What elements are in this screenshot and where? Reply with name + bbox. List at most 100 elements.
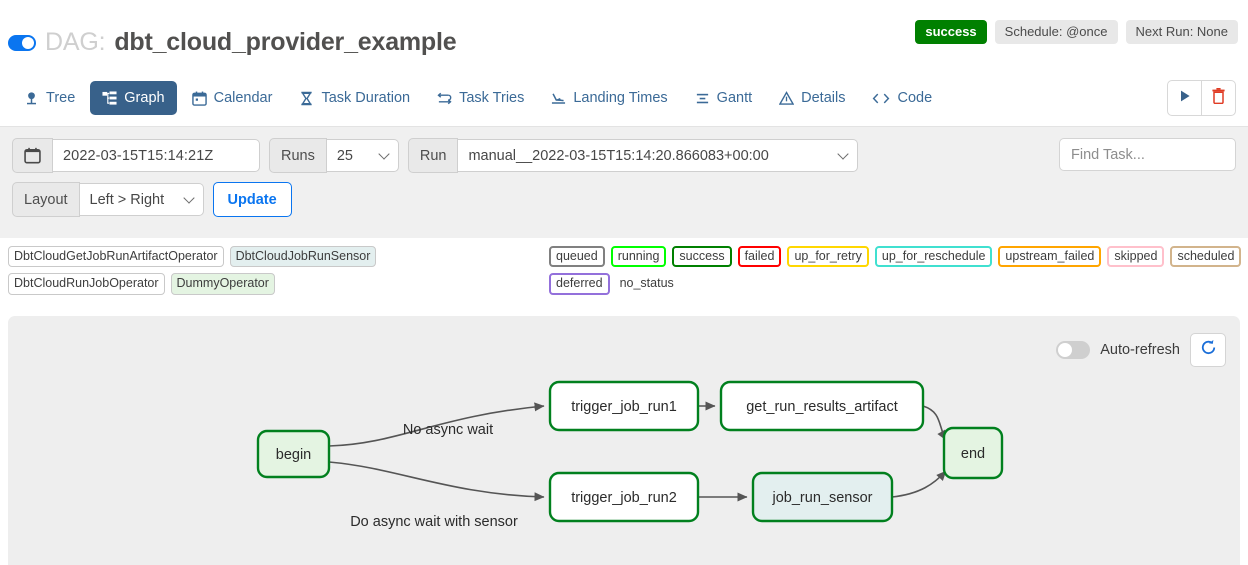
- graph-node-trigger-job-run2[interactable]: trigger_job_run2: [548, 471, 700, 523]
- operator-chip[interactable]: DbtCloudJobRunSensor: [229, 246, 377, 268]
- auto-refresh-controls: Auto-refresh: [1056, 333, 1226, 367]
- update-button[interactable]: Update: [212, 182, 292, 217]
- graph-node-end[interactable]: end: [942, 426, 1004, 480]
- execution-date-group: 2022-03-15T15:14:21Z: [12, 138, 260, 173]
- node-label: trigger_job_run2: [571, 490, 677, 506]
- state-chip-up-for-retry[interactable]: up_for_retry: [787, 246, 869, 268]
- execution-date-input[interactable]: 2022-03-15T15:14:21Z: [53, 139, 260, 172]
- operator-chip[interactable]: DbtCloudRunJobOperator: [8, 273, 165, 295]
- layout-label: Layout: [12, 182, 80, 217]
- dag-action-buttons: [1167, 80, 1236, 116]
- dag-prefix-label: DAG:: [45, 28, 106, 56]
- node-shape: [548, 380, 700, 432]
- node-shape: [942, 426, 1004, 480]
- tab-code-label: Code: [897, 90, 933, 106]
- tab-task-tries-label: Task Tries: [459, 90, 525, 106]
- edge-get-run-results-artifact-to-end: [922, 405, 947, 441]
- trigger-dag-button[interactable]: [1168, 81, 1201, 115]
- edge-job-run-sensor-to-end: [891, 470, 947, 498]
- landing-icon: [551, 91, 566, 106]
- tab-graph[interactable]: Graph: [90, 81, 177, 115]
- dag-state-badge: success: [915, 20, 987, 44]
- tab-task-tries[interactable]: Task Tries: [425, 81, 536, 115]
- node-shape: [751, 471, 894, 523]
- layout-group: Layout Left > Right: [12, 182, 204, 217]
- state-chip-up-for-reschedule[interactable]: up_for_reschedule: [874, 246, 993, 268]
- run-label: Run: [407, 138, 459, 173]
- tab-tree[interactable]: Tree: [12, 81, 87, 115]
- node-shape: [548, 471, 700, 523]
- state-chip-running[interactable]: running: [610, 246, 667, 268]
- run-group: Run manual__2022-03-15T15:14:20.866083+0…: [407, 138, 859, 173]
- state-chip-success[interactable]: success: [672, 246, 732, 268]
- warning-triangle-icon: [779, 90, 795, 106]
- edge-begin-to-trigger-job-run1: [328, 402, 545, 447]
- tab-task-duration[interactable]: Task Duration: [287, 81, 422, 115]
- runs-select[interactable]: 25: [326, 139, 399, 172]
- delete-dag-button[interactable]: [1201, 81, 1235, 115]
- retry-icon: [437, 91, 452, 106]
- state-chip-queued[interactable]: queued: [549, 246, 605, 268]
- tab-tree-label: Tree: [46, 90, 76, 106]
- hourglass-icon: [299, 91, 314, 106]
- dag-title: DAG: dbt_cloud_provider_example: [8, 28, 457, 57]
- play-icon: [1178, 89, 1192, 108]
- view-tabbar: Tree Graph Calendar Task Duration Task T…: [0, 70, 1248, 127]
- next-run-badge: Next Run: None: [1125, 20, 1238, 44]
- tab-code[interactable]: Code: [860, 81, 944, 115]
- tab-calendar[interactable]: Calendar: [180, 81, 285, 115]
- dag-header: DAG: dbt_cloud_provider_example success …: [0, 0, 1248, 70]
- tab-details[interactable]: Details: [767, 81, 857, 115]
- edge-begin-to-trigger-job-run2: [328, 461, 545, 502]
- code-icon: [872, 91, 890, 106]
- tab-landing-times[interactable]: Landing Times: [539, 81, 679, 115]
- operator-chip[interactable]: DummyOperator: [170, 273, 275, 295]
- find-task-input[interactable]: Find Task...: [1059, 138, 1236, 171]
- node-shape: [256, 429, 331, 479]
- graph-canvas[interactable]: Auto-refresh No async wait Do async wait…: [8, 316, 1240, 565]
- node-label: job_run_sensor: [772, 490, 873, 506]
- tab-graph-label: Graph: [124, 90, 165, 106]
- runs-group: Runs 25: [269, 138, 399, 173]
- dag-name-label: dbt_cloud_provider_example: [114, 28, 457, 56]
- state-chip-no-status[interactable]: no_status: [619, 276, 674, 291]
- tab-calendar-label: Calendar: [213, 90, 273, 106]
- state-chip-failed[interactable]: failed: [737, 246, 782, 268]
- layout-select[interactable]: Left > Right: [79, 183, 204, 216]
- graph-node-begin[interactable]: begin: [256, 429, 331, 479]
- gantt-icon: [695, 91, 710, 106]
- calendar-icon: [191, 91, 207, 106]
- state-chip-scheduled[interactable]: scheduled: [1170, 246, 1242, 268]
- state-chip-skipped[interactable]: skipped: [1107, 246, 1165, 268]
- filter-row-layout: Layout Left > Right Update: [12, 182, 1236, 217]
- operator-chip[interactable]: DbtCloudGetJobRunArtifactOperator: [8, 246, 224, 268]
- state-chip-deferred[interactable]: deferred: [549, 273, 610, 295]
- dag-graph[interactable]: No async wait Do async wait with sensor …: [8, 316, 1240, 565]
- refresh-button[interactable]: [1190, 333, 1226, 367]
- run-select[interactable]: manual__2022-03-15T15:14:20.866083+00:00: [458, 139, 859, 172]
- node-label: get_run_results_artifact: [746, 399, 898, 415]
- node-label: trigger_job_run1: [571, 399, 677, 415]
- tab-gantt[interactable]: Gantt: [683, 81, 764, 115]
- filter-row-primary: 2022-03-15T15:14:21Z Runs 25 Run manual_…: [12, 138, 1236, 173]
- dag-header-badges: success Schedule: @once Next Run: None: [915, 20, 1238, 44]
- operator-legend: DbtCloudGetJobRunArtifactOperator DbtClo…: [8, 246, 538, 295]
- edge-label-no-async-wait: No async wait: [403, 422, 493, 438]
- legend-area: DbtCloudGetJobRunArtifactOperator DbtClo…: [0, 238, 1248, 295]
- tab-landing-times-label: Landing Times: [573, 90, 668, 106]
- graph-node-trigger-job-run1[interactable]: trigger_job_run1: [548, 380, 700, 432]
- node-label: begin: [276, 447, 311, 463]
- auto-refresh-toggle[interactable]: [1056, 341, 1091, 359]
- tab-details-label: Details: [801, 90, 846, 106]
- state-chip-upstream-failed[interactable]: upstream_failed: [998, 246, 1102, 268]
- tree-icon: [24, 91, 39, 106]
- dagrun-filter-bar: 2022-03-15T15:14:21Z Runs 25 Run manual_…: [0, 127, 1248, 238]
- auto-refresh-label: Auto-refresh: [1100, 342, 1180, 358]
- runs-label: Runs: [269, 138, 327, 173]
- graph-node-job-run-sensor[interactable]: job_run_sensor: [751, 471, 894, 523]
- graph-icon: [102, 90, 117, 106]
- graph-node-get-run-results-artifact[interactable]: get_run_results_artifact: [719, 380, 925, 432]
- dag-pause-toggle[interactable]: [8, 34, 36, 51]
- schedule-badge: Schedule: @once: [994, 20, 1118, 44]
- graph-edges: [328, 401, 947, 502]
